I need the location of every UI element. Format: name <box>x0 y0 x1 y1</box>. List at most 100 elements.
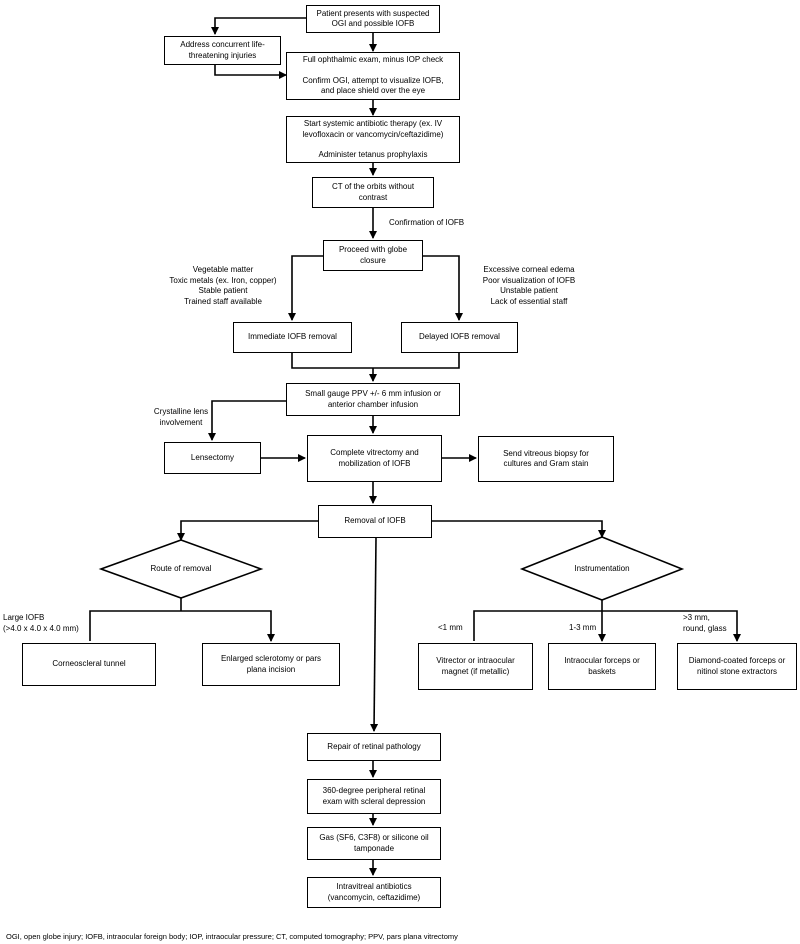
diamond-line-1: Diamond-coated forceps or <box>688 656 786 665</box>
gt3mm-label: >3 mm, round, glass <box>683 613 727 634</box>
arrow-instr-to-vitrector <box>473 610 741 642</box>
patient-presents-line-2: OGI and possible IOFB <box>331 19 415 28</box>
vitrector-box: Vitrector or intraocular magnet (if meta… <box>418 643 533 690</box>
instrumentation-decision-diamond <box>519 536 685 601</box>
arrow-closure-to-delayed <box>423 255 463 321</box>
globe-closure-line-1: Proceed with globe <box>338 245 408 254</box>
lensectomy-text: Lensectomy <box>190 452 235 462</box>
removal-text: Removal of IOFB <box>344 516 406 526</box>
immediate-removal-text: Immediate IOFB removal <box>248 332 337 342</box>
corneoscleral-box: Corneoscleral tunnel <box>22 643 156 686</box>
arrow-ppv-to-lensectomy <box>208 400 286 441</box>
antibiotics-line-1: Start systemic antibiotic therapy (ex. I… <box>303 119 443 128</box>
lt1mm-label: <1 mm <box>438 623 463 634</box>
antibiotics-line-2: levofloxacin or vancomycin/ceftazidime) <box>302 129 444 139</box>
vitrectomy-line-2: mobilization of IOFB <box>338 458 411 468</box>
lens-involvement-line-2: involvement <box>159 417 203 427</box>
address-injuries-box: Address concurrent life- threatening inj… <box>164 36 281 65</box>
peripheral-exam-line-2: exam with scleral depression <box>322 796 426 806</box>
sclerotomy-line-2: plana incision <box>246 664 296 674</box>
instrumentation-decision-text: Instrumentation <box>552 564 652 574</box>
lensectomy-box: Lensectomy <box>164 442 261 474</box>
delayed-criterion-1: Excessive corneal edema <box>483 265 575 274</box>
tamponade-line-1: Gas (SF6, C3F8) or silicone oil <box>319 833 429 842</box>
retinal-repair-text: Repair of retinal pathology <box>327 741 421 751</box>
vitrectomy-line-1: Complete vitrectomy and <box>330 448 419 457</box>
immediate-removal-box: Immediate IOFB removal <box>233 322 352 353</box>
exam-line-2: Confirm OGI, attempt to visualize IOFB, <box>302 75 444 85</box>
retinal-repair-box: Repair of retinal pathology <box>307 733 441 761</box>
intravitreal-line-1: Intravitreal antibiotics <box>336 882 412 891</box>
immediate-criterion-3: Stable patient <box>198 286 248 295</box>
delayed-removal-text: Delayed IOFB removal <box>419 332 500 342</box>
large-iofb-label: Large IOFB (>4.0 x 4.0 x 4.0 mm) <box>3 613 79 634</box>
diamond-line-2: nitinol stone extractors <box>696 666 778 676</box>
large-iofb-line-2: (>4.0 x 4.0 x 4.0 mm) <box>3 623 79 633</box>
arrow-removal-to-route <box>177 520 318 541</box>
biopsy-line-2: cultures and Gram stain <box>503 459 589 468</box>
arrow-removal-to-repair <box>370 537 379 732</box>
globe-closure-box: Proceed with globe closure <box>323 240 423 271</box>
lens-involvement-label: Crystalline lens involvement <box>146 407 216 428</box>
large-iofb-line-1: Large IOFB <box>3 613 45 622</box>
arrow-address-to-exam <box>214 64 287 79</box>
lens-involvement-line-1: Crystalline lens <box>153 407 209 416</box>
delayed-removal-box: Delayed IOFB removal <box>401 322 518 353</box>
delayed-criterion-4: Lack of essential staff <box>490 296 568 306</box>
intravitreal-line-2: (vancomycin, ceftazidime) <box>327 892 421 902</box>
globe-closure-line-2: closure <box>360 255 386 265</box>
line-immediate-down <box>291 353 460 369</box>
patient-presents-line-1: Patient presents with suspected <box>316 8 430 18</box>
exam-line-3: and place shield over the eye <box>320 86 426 96</box>
vitrector-line-1: Vitrector or intraocular <box>436 656 515 665</box>
tamponade-box: Gas (SF6, C3F8) or silicone oil tamponad… <box>307 827 441 860</box>
forceps-line-2: baskets <box>588 666 616 676</box>
ct-line-1: CT of the orbits without <box>331 182 415 191</box>
immediate-criterion-1: Vegetable matter <box>192 265 254 274</box>
patient-presents-box: Patient presents with suspected OGI and … <box>306 5 440 33</box>
diamond-box: Diamond-coated forceps or nitinol stone … <box>677 643 797 690</box>
delayed-criterion-3: Unstable patient <box>500 286 558 295</box>
ppv-line-1: Small gauge PPV +/- 6 mm infusion or <box>305 389 441 398</box>
tamponade-line-2: tamponade <box>353 843 395 853</box>
vitrectomy-box: Complete vitrectomy and mobilization of … <box>307 435 442 482</box>
confirmation-label: Confirmation of IOFB <box>389 218 464 229</box>
arrow-closure-to-immediate <box>288 255 323 321</box>
mm1to3-text: 1-3 mm <box>569 623 597 632</box>
arrow-route-to-corneoscleral <box>89 610 275 642</box>
confirmation-text: Confirmation of IOFB <box>389 218 465 227</box>
forceps-box: Intraocular forceps or baskets <box>548 643 656 690</box>
immediate-criterion-4: Trained staff available <box>184 296 262 306</box>
biopsy-line-1: Send vitreous biopsy for <box>503 448 589 458</box>
sclerotomy-line-1: Enlarged sclerotomy or pars <box>220 654 322 663</box>
immediate-criteria-label: Vegetable matter Toxic metals (ex. Iron,… <box>163 265 283 307</box>
vitrector-line-2: magnet (if metallic) <box>441 666 510 676</box>
ppv-line-2: anterior chamber infusion <box>327 399 419 409</box>
peripheral-exam-box: 360-degree peripheral retinal exam with … <box>307 779 441 814</box>
ct-line-2: contrast <box>358 192 388 202</box>
antibiotics-line-3: Administer tetanus prophylaxis <box>318 149 428 159</box>
immediate-criterion-2: Toxic metals (ex. Iron, copper) <box>169 275 277 285</box>
forceps-line-1: Intraocular forceps or <box>564 656 640 665</box>
delayed-criterion-2: Poor visualization of IOFB <box>482 275 576 285</box>
instrumentation-decision-label: Instrumentation <box>574 564 630 573</box>
corneoscleral-text: Corneoscleral tunnel <box>52 659 126 669</box>
arrow-patient-to-address <box>211 17 306 35</box>
peripheral-exam-line-1: 360-degree peripheral retinal <box>322 786 426 795</box>
biopsy-box: Send vitreous biopsy for cultures and Gr… <box>478 436 614 482</box>
mm1to3-label: 1-3 mm <box>569 623 596 634</box>
removal-box: Removal of IOFB <box>318 505 432 538</box>
ct-box: CT of the orbits without contrast <box>312 177 434 208</box>
antibiotics-box: Start systemic antibiotic therapy (ex. I… <box>286 116 460 163</box>
exam-line-1: Full ophthalmic exam, minus IOP check <box>302 55 444 65</box>
arrow-removal-to-instrumentation <box>432 520 606 538</box>
exam-box: Full ophthalmic exam, minus IOP check Co… <box>286 52 460 100</box>
address-injuries-line-2: threatening injuries <box>188 50 257 60</box>
ppv-box: Small gauge PPV +/- 6 mm infusion or ant… <box>286 383 460 416</box>
abbreviations-footnote: OGI, open globe injury; IOFB, intraocula… <box>6 932 458 941</box>
route-decision-label: Route of removal <box>150 564 212 573</box>
gt3mm-line-2: round, glass <box>683 623 727 633</box>
route-decision-text: Route of removal <box>131 564 231 574</box>
sclerotomy-box: Enlarged sclerotomy or pars plana incisi… <box>202 643 340 686</box>
